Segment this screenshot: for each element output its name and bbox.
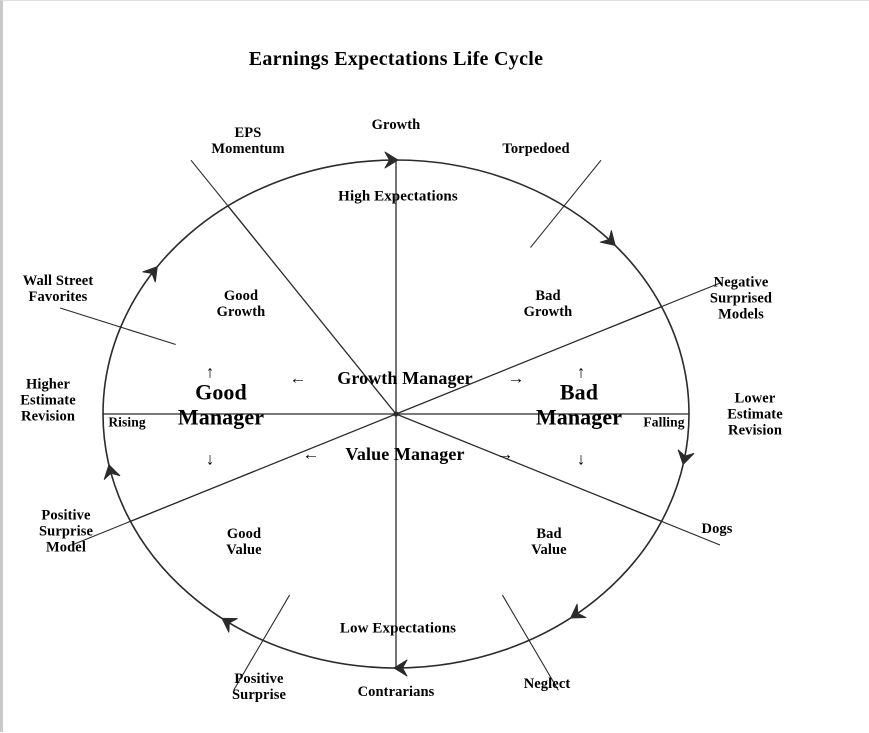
leader-line-positive-surprise-model [71,499,184,546]
leader-line-dogs [608,499,721,546]
good-manager-label: Good Manager [177,379,265,429]
outer-label-positive-surprise-model: Positive Surprise Model [39,507,93,557]
low-expectations-label: Low Expectations [339,620,457,637]
arrow-top-head [384,151,399,169]
outer-label-wall-street-favorites: Wall Street Favorites [22,272,94,305]
arrow-lower-right-head [570,603,587,619]
outer-label-eps-momentum: EPS Momentum [211,124,285,157]
outer-label-torpedoed: Torpedoed [502,140,570,157]
leader-line-wall-street-favorites [59,307,176,346]
value-manager-label: Value Manager [345,443,465,464]
value-manager-left-arrow-icon: ← [302,444,320,464]
quadrant-bad-value: Bad Value [531,525,567,558]
arrow-bottom [393,659,408,677]
arrow-left-head [103,464,121,480]
outer-label-higher-estimate-revision: Higher Estimate Revision [20,376,76,426]
arrow-lower-right [570,603,587,619]
arrow-lower-left-head [221,617,238,633]
arrow-right [677,449,695,465]
outer-label-negative-surprised-models: Negative Surprised Models [709,274,773,324]
growth-manager-label: Growth Manager [337,367,473,388]
bad-manager-down-arrow-icon: ↓ [576,449,586,469]
arrow-upper-right [599,230,616,246]
value-manager-right-arrow-icon: → [496,444,514,464]
bad-manager-label: Bad Manager [535,379,623,429]
rising-label: Rising [108,414,146,430]
arrow-upper-left [142,266,158,283]
cycle-diagram-svg [59,151,721,691]
outer-label-neglect: Neglect [523,675,571,692]
arrow-right-head [677,449,695,465]
page-title: Earnings Expectations Life Cycle [248,47,544,70]
quadrant-bad-growth: Bad Growth [523,287,573,320]
good-manager-up-arrow-icon: ↑ [205,362,215,382]
leader-line-neglect [501,594,559,691]
outer-label-growth: Growth [371,116,421,133]
leader-line-positive-surprise [233,594,291,691]
leader-line-torpedoed [530,159,602,248]
arrow-top [384,151,399,169]
arrow-upper-right-head [599,230,616,246]
outer-label-positive-surprise: Positive Surprise [232,670,286,703]
growth-manager-left-arrow-icon: ← [289,368,307,388]
leader-line-eps-momentum [190,159,262,248]
outer-label-lower-estimate-revision: Lower Estimate Revision [727,390,783,440]
high-expectations-label: High Expectations [338,188,458,205]
falling-label: Falling [643,414,685,430]
quadrant-good-value: Good Value [226,525,262,558]
bad-manager-up-arrow-icon: ↑ [576,362,586,382]
arrow-left [103,464,121,480]
good-manager-down-arrow-icon: ↓ [205,449,215,469]
outer-label-contrarians: Contrarians [357,683,435,700]
outer-label-dogs: Dogs [701,520,733,537]
arrow-lower-left [221,617,238,633]
diagram-center-hub [393,411,399,417]
arrow-bottom-head [393,659,408,677]
leader-line-negative-surprised-models [608,282,721,329]
arrow-upper-left-head [142,266,158,283]
growth-manager-right-arrow-icon: → [507,368,525,388]
quadrant-good-growth: Good Growth [216,287,266,320]
